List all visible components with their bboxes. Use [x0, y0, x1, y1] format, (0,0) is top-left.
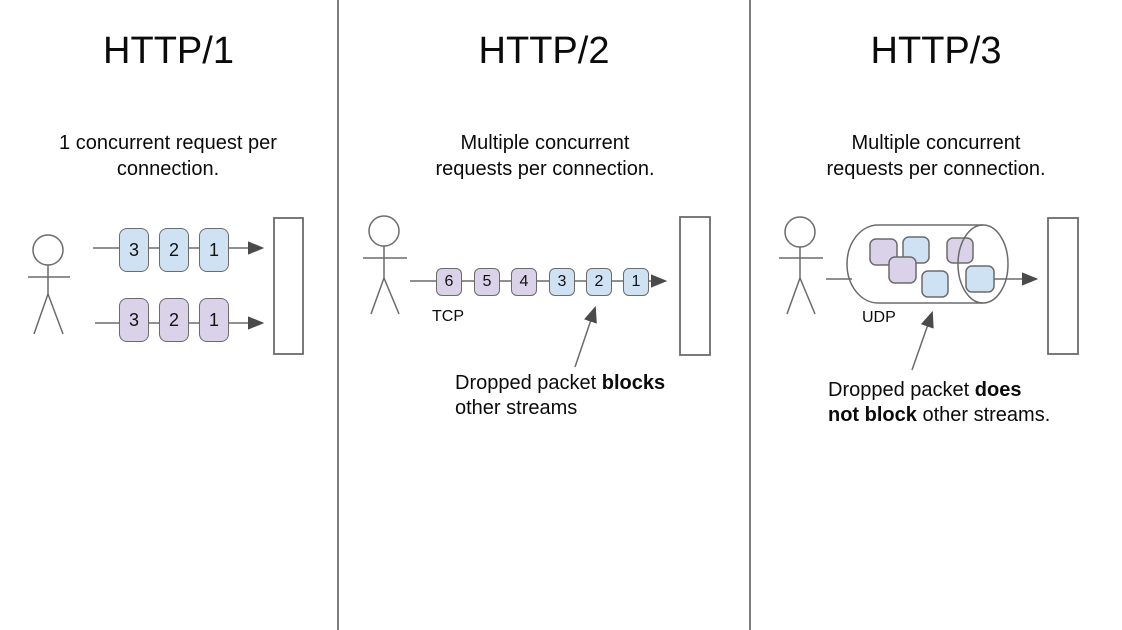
caption-bold-text: not block	[828, 404, 917, 426]
caption-bold-text: does	[974, 379, 1022, 401]
http2-client-person-icon	[363, 215, 407, 315]
http3-protocol-label: UDP	[862, 309, 896, 326]
http1-title: HTTP/1	[103, 30, 234, 72]
column-divider-1	[337, 0, 339, 630]
http2-packet: 5	[474, 268, 500, 296]
http1-packet: 3	[119, 298, 149, 342]
caption-line: Dropped packet does	[828, 378, 1088, 403]
http3-dropped-packet-caption: Dropped packet does not block other stre…	[828, 378, 1088, 428]
http2-packet: 1	[623, 268, 649, 296]
caption-line: Dropped packet blocks	[455, 371, 705, 396]
http2-dropped-packet-arrow	[574, 305, 597, 368]
caption-line: other streams	[455, 396, 705, 421]
column-divider-2	[749, 0, 751, 630]
http2-packet: 4	[511, 268, 537, 296]
http3-dropped-packet-arrow	[911, 310, 934, 371]
http3-udp-packet	[965, 265, 995, 293]
http1-subtitle: 1 concurrent request per connection.	[59, 132, 277, 180]
caption-text: Dropped packet	[455, 372, 602, 394]
packet-number: 6	[444, 273, 454, 290]
http3-title: HTTP/3	[870, 30, 1002, 72]
http1-packet: 1	[199, 228, 229, 272]
http2-packet: 2	[586, 268, 612, 296]
caption-text: other streams	[455, 397, 578, 419]
caption-line: not block other streams.	[828, 403, 1088, 428]
http3-server-icon	[1047, 217, 1079, 355]
http3-udp-packet	[888, 256, 917, 284]
http1-client-person-icon	[28, 234, 70, 335]
packet-number: 5	[482, 273, 492, 290]
packet-number: 1	[631, 273, 641, 290]
http2-dropped-packet-caption: Dropped packet blocks other streams	[455, 371, 705, 421]
caption-text: other streams.	[916, 404, 1051, 426]
http3-udp-tube-icon	[846, 224, 983, 304]
http1-server-icon	[273, 217, 304, 355]
caption-text: Dropped packet	[828, 379, 975, 401]
http3-tube-end-ellipse	[957, 224, 1009, 304]
http2-protocol-label: TCP	[432, 308, 464, 325]
http2-packet: 6	[436, 268, 462, 296]
packet-number: 2	[168, 239, 179, 260]
http2-title: HTTP/2	[478, 30, 610, 72]
http2-packet: 3	[549, 268, 575, 296]
caption-bold-text: blocks	[601, 372, 666, 394]
http1-packet: 3	[119, 228, 149, 272]
http1-packet: 2	[159, 298, 189, 342]
packet-number: 1	[208, 309, 219, 330]
http3-udp-packet	[921, 270, 949, 298]
packet-number: 4	[519, 273, 529, 290]
packet-number: 2	[594, 273, 604, 290]
packet-number: 3	[128, 239, 139, 260]
http3-subtitle: Multiple concurrent requests per connect…	[826, 132, 1046, 180]
http3-client-person-icon	[779, 216, 823, 315]
packet-number: 1	[208, 239, 219, 260]
packet-number: 3	[557, 273, 567, 290]
packet-number: 3	[128, 309, 139, 330]
http2-subtitle: Multiple concurrent requests per connect…	[435, 132, 655, 180]
http2-server-icon	[679, 216, 711, 356]
packet-number: 2	[168, 309, 179, 330]
http1-packet: 2	[159, 228, 189, 272]
http1-packet: 1	[199, 298, 229, 342]
